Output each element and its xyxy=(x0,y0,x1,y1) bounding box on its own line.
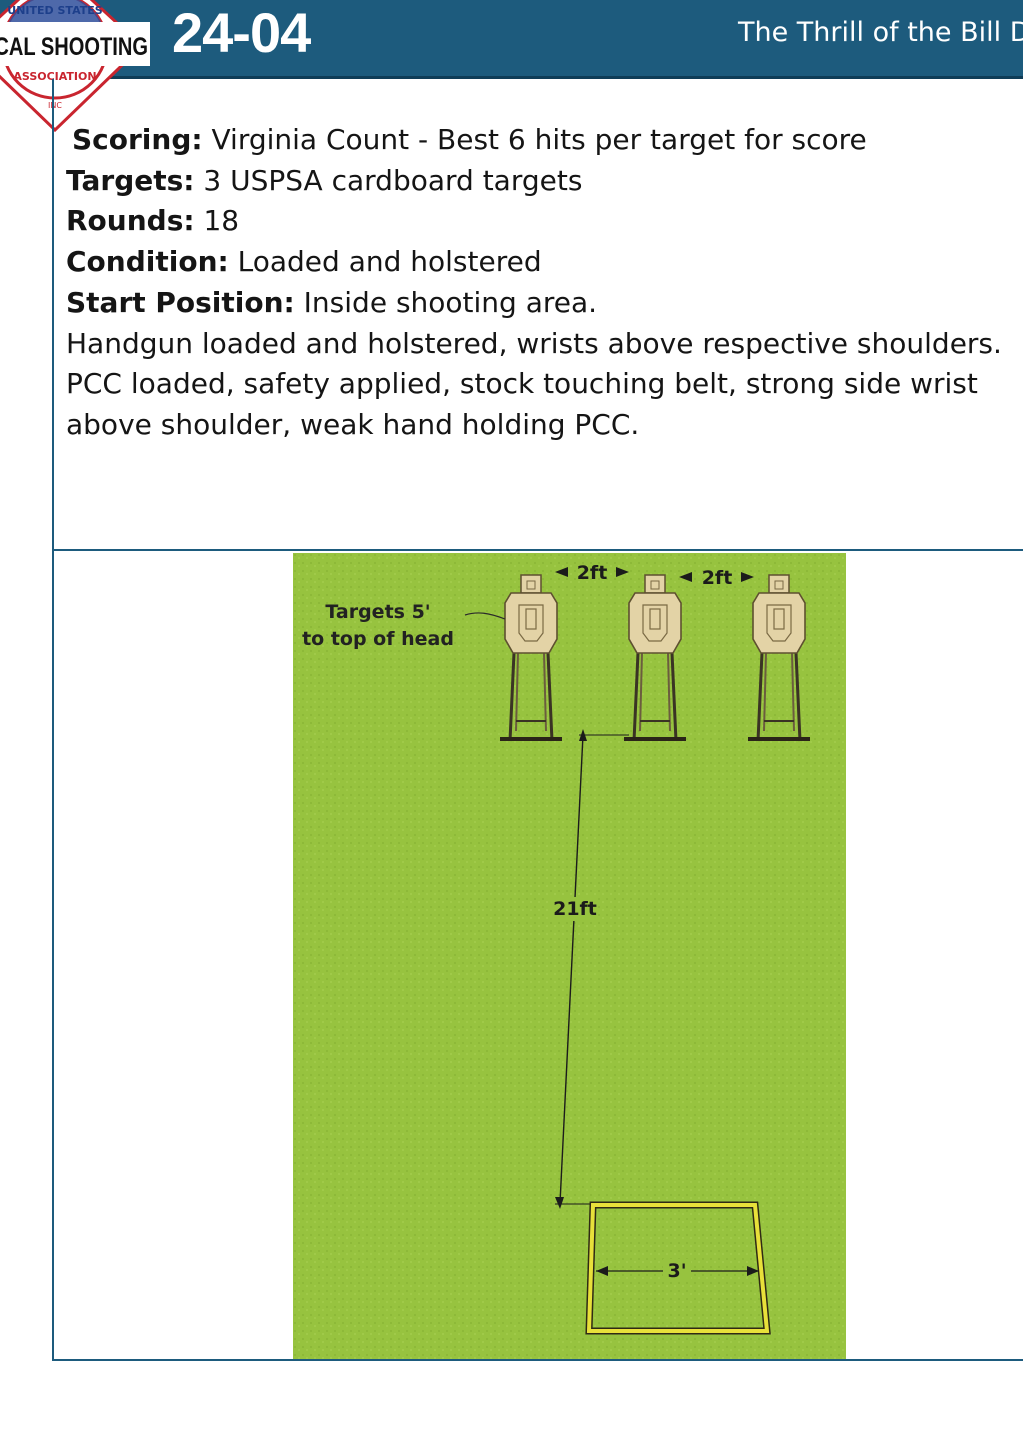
condition-line: Condition: Loaded and holstered xyxy=(66,242,1016,283)
target-height-note: Targets 5' to top of head xyxy=(293,599,463,653)
targets-label: Targets: xyxy=(66,163,195,197)
uspsa-logo: UNITED STATES CTICAL SHOOTING ASSOCIATIO… xyxy=(0,0,150,132)
shooting-area-box: 3' xyxy=(585,1201,771,1335)
spacing-dimension-2: 2ft xyxy=(679,567,754,589)
svg-text:2ft: 2ft xyxy=(577,562,608,584)
rounds-label: Rounds: xyxy=(66,204,195,238)
condition-label: Condition: xyxy=(66,245,229,279)
svg-text:UNITED STATES: UNITED STATES xyxy=(7,4,102,17)
diagram-svg: 2ft 2ft 21ft 3' xyxy=(293,553,846,1359)
target-height-note-line-2: to top of head xyxy=(302,628,454,650)
pcc-note-line-1: PCC loaded, safety applied, stock touchi… xyxy=(66,367,978,401)
rounds-line: Rounds: 18 xyxy=(66,201,1016,242)
distance-dimension: 21ft xyxy=(549,729,629,1209)
svg-text:21ft: 21ft xyxy=(553,898,597,920)
svg-text:2ft: 2ft xyxy=(702,567,733,589)
handgun-note: Handgun loaded and holstered, wrists abo… xyxy=(66,326,1002,360)
stage-header: 24-04 The Thrill of the Bill D xyxy=(0,0,1023,79)
stage-description-box xyxy=(52,79,1023,551)
targets-value: 3 USPSA cardboard targets xyxy=(203,163,583,197)
start-position-label: Start Position: xyxy=(66,285,295,319)
target-height-note-line-1: Targets 5' xyxy=(325,601,431,623)
scoring-label: Scoring: xyxy=(72,123,203,156)
scoring-value: Virginia Count - Best 6 hits per target … xyxy=(211,123,867,156)
pcc-note-line-2: above shoulder, weak hand holding PCC. xyxy=(66,407,640,441)
svg-text:INC: INC xyxy=(48,101,62,110)
targets-line: Targets: 3 USPSA cardboard targets xyxy=(66,161,1016,202)
stage-diagram: 2ft 2ft 21ft 3' xyxy=(293,553,846,1359)
start-position-value: Inside shooting area. xyxy=(303,285,598,319)
spacing-dimension-1: 2ft xyxy=(555,562,629,584)
stage-number: 24-04 xyxy=(172,1,311,64)
condition-value: Loaded and holstered xyxy=(237,245,542,279)
stage-title: The Thrill of the Bill D xyxy=(738,17,1023,48)
height-note-leader xyxy=(464,612,506,620)
stage-info: Scoring: Virginia Count - Best 6 hits pe… xyxy=(66,120,1016,446)
scoring-line: Scoring: Virginia Count - Best 6 hits pe… xyxy=(66,120,1016,161)
svg-text:3': 3' xyxy=(667,1260,686,1282)
stage-diagram-box xyxy=(52,549,1023,1361)
start-position-line: Start Position: Inside shooting area. xyxy=(66,283,1016,324)
rounds-value: 18 xyxy=(203,204,240,238)
svg-text:ASSOCIATION: ASSOCIATION xyxy=(13,70,96,83)
svg-text:CTICAL SHOOTING: CTICAL SHOOTING xyxy=(0,33,148,61)
